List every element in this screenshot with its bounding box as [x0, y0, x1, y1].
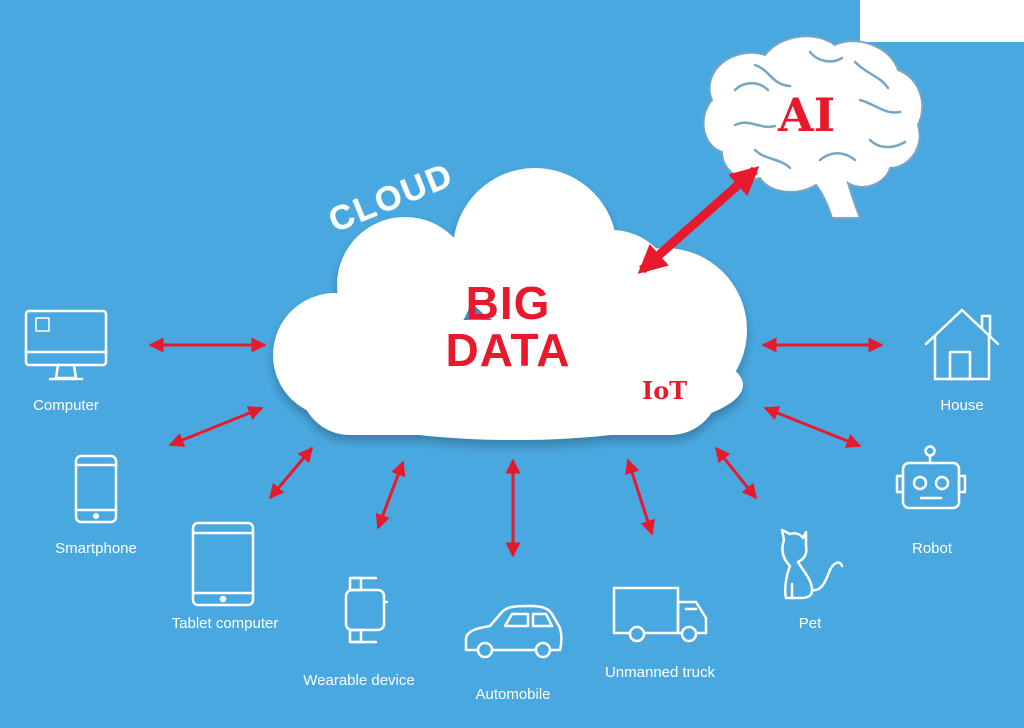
- cloud-icon: [273, 168, 747, 440]
- truck-label: Unmanned truck: [604, 664, 716, 681]
- smartphone-label: Smartphone: [55, 540, 137, 557]
- pet-label: Pet: [798, 615, 822, 632]
- arrow-smartphone: [168, 406, 264, 447]
- ai-label: AI: [778, 88, 836, 142]
- truck-icon: [612, 586, 708, 643]
- arrow-ai: [637, 166, 760, 274]
- computer-label: Computer: [33, 397, 99, 414]
- robot-icon: [895, 445, 967, 510]
- tablet-icon: [191, 521, 255, 607]
- cat-icon: [780, 528, 844, 600]
- house-icon: [924, 308, 1000, 381]
- robot-label: Robot: [911, 540, 953, 557]
- wearable-label: Wearable device: [303, 672, 415, 689]
- arrow-robot: [763, 406, 862, 448]
- arrow-tablet: [268, 446, 314, 500]
- computer-icon: [24, 309, 108, 381]
- house-label: House: [940, 397, 984, 414]
- big-data-title-line1: BIG: [465, 277, 551, 329]
- tablet-label: Tablet computer: [171, 615, 279, 632]
- arrow-pet: [714, 446, 758, 500]
- arrow-wearable: [375, 460, 406, 530]
- smartphone-icon: [74, 454, 118, 524]
- big-data-title-line2: DATA: [445, 324, 571, 376]
- automobile-label: Automobile: [475, 686, 551, 703]
- corner-patch: [860, 0, 1024, 42]
- connection-arrows: [148, 166, 884, 558]
- arrow-truck: [625, 458, 655, 536]
- smartwatch-icon: [344, 576, 389, 644]
- iot-label: IoT: [642, 376, 688, 405]
- car-icon: [464, 604, 563, 659]
